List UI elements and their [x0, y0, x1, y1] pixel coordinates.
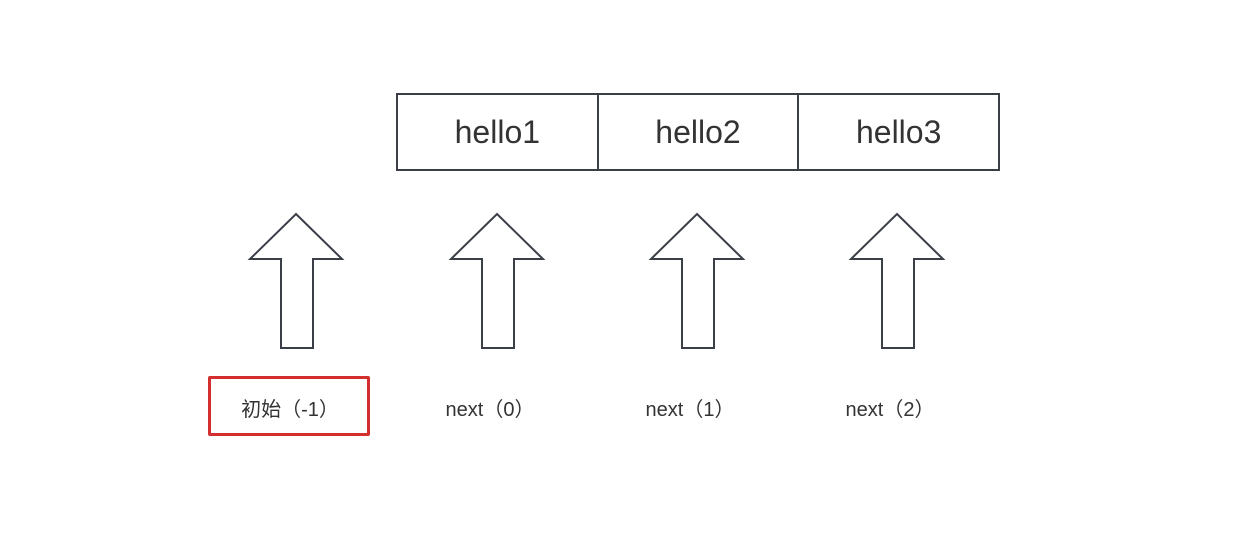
pointer-label-next-0: next（0） [445, 399, 535, 421]
initial-highlight-box [208, 376, 370, 436]
array-cell-3: hello3 [797, 95, 998, 169]
up-arrow-next-0 [448, 212, 546, 349]
array-cell-2: hello2 [596, 95, 798, 169]
up-arrow-initial [247, 212, 345, 349]
pointer-label-next-2: next（2） [845, 399, 935, 421]
array-cells: hello1 hello2 hello3 [396, 93, 1000, 171]
up-arrow-next-1 [648, 212, 746, 349]
array-cell-1: hello1 [454, 113, 541, 150]
pointer-label-initial: 初始（-1） [241, 399, 339, 421]
up-arrow-next-2 [848, 212, 946, 349]
pointer-label-next-1: next（1） [645, 399, 735, 421]
